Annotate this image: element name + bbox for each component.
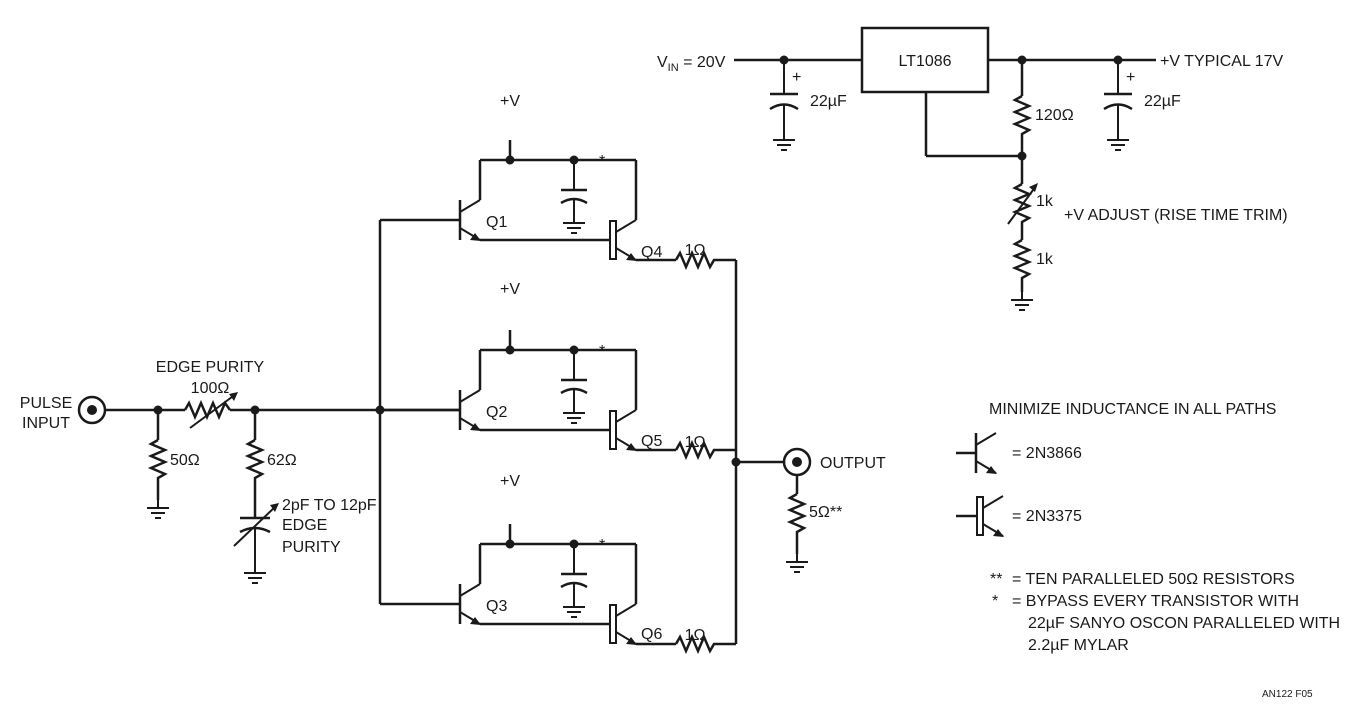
- resistor-120: [1011, 60, 1033, 156]
- q1-label: Q1: [486, 214, 507, 231]
- legend-npn-label: = 2N3866: [1012, 445, 1082, 462]
- figure-id: AN122 F05: [1262, 689, 1313, 700]
- legend-package-symbol: [956, 495, 1005, 538]
- q6-label: Q6: [641, 626, 662, 643]
- resistor-1k-label: 1k: [1036, 251, 1054, 268]
- legend-npn-symbol: [956, 431, 999, 476]
- note-double-star: = TEN PARALLELED 50Ω RESISTORS: [1012, 571, 1295, 588]
- minimize-note: MINIMIZE INDUCTANCE IN ALL PATHS: [989, 401, 1276, 418]
- pulse-input-connector: [77, 395, 107, 425]
- q3-label: Q3: [486, 598, 507, 615]
- trim-cap-label: 2pF TO 12pF: [282, 497, 377, 514]
- lt1086-regulator: [860, 26, 990, 94]
- note-star-line-1: = BYPASS EVERY TRANSISTOR WITH: [1012, 593, 1299, 610]
- note-double-star-mark: **: [990, 571, 1002, 588]
- trim-capacitor: [233, 503, 279, 584]
- resistor-1k: [1010, 238, 1034, 311]
- star-1: *: [599, 153, 605, 170]
- star-3: *: [599, 537, 605, 554]
- output-load-label: 5Ω**: [809, 504, 842, 521]
- resistor-50-label: 50Ω: [170, 452, 200, 469]
- trim-cap-label-3: PURITY: [282, 539, 341, 556]
- output-cap-label: 22µF: [1144, 93, 1181, 110]
- vout-label: +V TYPICAL 17V: [1160, 53, 1284, 70]
- note-star-line-2: 22µF SANYO OSCON PARALLELED WITH: [1028, 615, 1340, 632]
- star-2: *: [599, 343, 605, 360]
- q5-label: Q5: [641, 433, 662, 450]
- legend-package-label: = 2N3375: [1012, 508, 1082, 525]
- vplus-label-3: +V: [500, 473, 520, 490]
- adjust-label: +V ADJUST (RISE TIME TRIM): [1064, 207, 1288, 224]
- adjust-potentiometer: [1007, 156, 1038, 240]
- base-bus: [375, 220, 385, 604]
- pulse-input-label-2: INPUT: [22, 415, 70, 432]
- vplus-label-2: +V: [500, 281, 520, 298]
- q2-label: Q2: [486, 404, 507, 421]
- stage-3: [380, 524, 736, 651]
- trim-cap-label-2: EDGE: [282, 517, 327, 534]
- resistor-50: [146, 410, 170, 519]
- stage-2: [380, 330, 736, 457]
- regulator-wiring: [734, 55, 1156, 161]
- resistor-120-label: 120Ω: [1035, 107, 1074, 124]
- input-cap-plus: +: [792, 69, 801, 86]
- resistor-62: [244, 410, 266, 518]
- resistor-62-label: 62Ω: [267, 452, 297, 469]
- r1-label-1: 1Ω: [685, 242, 706, 259]
- output-connector: [782, 447, 812, 477]
- note-star-mark: *: [992, 593, 998, 610]
- regulator-label: LT1086: [898, 53, 951, 70]
- stage-1: [380, 140, 736, 267]
- resistor-100-label: 100Ω: [191, 380, 230, 397]
- input-capacitor: [769, 60, 799, 151]
- vplus-label-1: +V: [500, 93, 520, 110]
- pulse-input-label: PULSE: [20, 395, 72, 412]
- r1-label-3: 1Ω: [685, 627, 706, 644]
- edge-purity-label: EDGE PURITY: [156, 359, 265, 376]
- output-capacitor: [1103, 60, 1133, 151]
- output-label: OUTPUT: [820, 455, 886, 472]
- output-bus: [731, 260, 784, 644]
- output-cap-plus: +: [1126, 69, 1135, 86]
- edge-purity-resistor: [183, 392, 238, 429]
- vin-label: VIN = 20V: [657, 54, 726, 74]
- r1-label-2: 1Ω: [685, 434, 706, 451]
- output-load-resistor: [785, 475, 809, 573]
- pot-1k-label: 1k: [1036, 193, 1054, 210]
- input-cap-label: 22µF: [810, 93, 847, 110]
- note-star-line-3: 2.2µF MYLAR: [1028, 637, 1129, 654]
- q4-label: Q4: [641, 244, 662, 261]
